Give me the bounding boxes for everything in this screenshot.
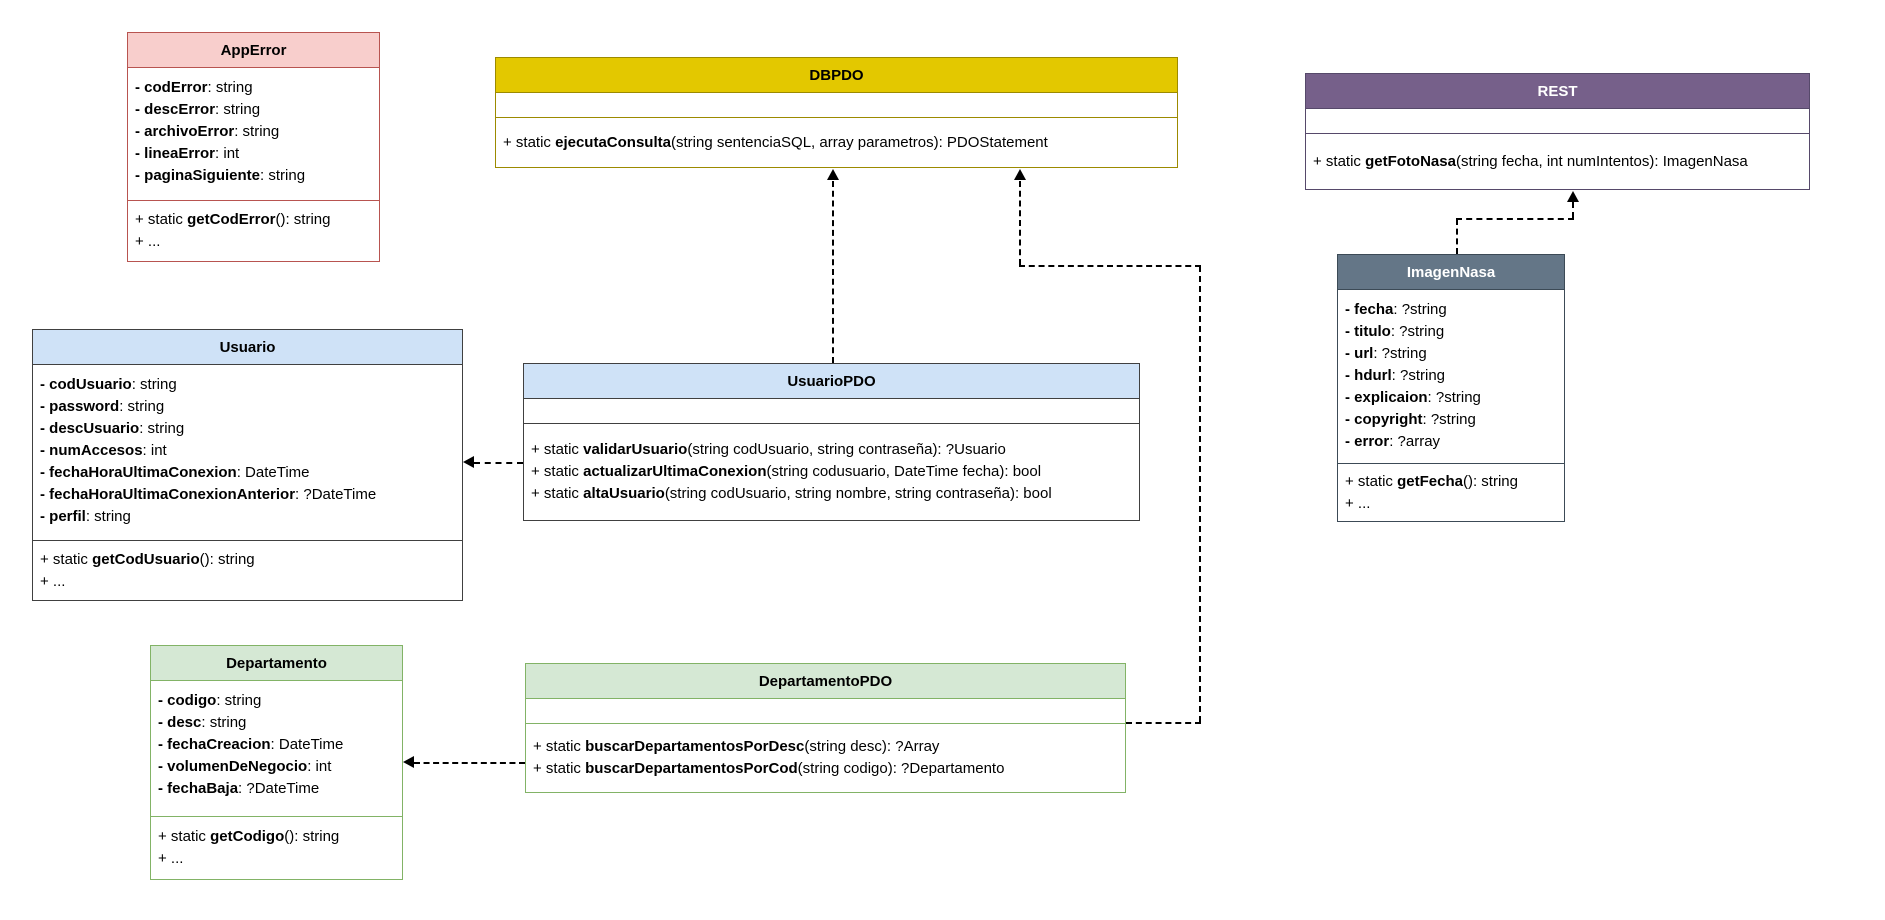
attribute-line: - fechaBaja: ?DateTime xyxy=(158,780,320,797)
methods-section: + static getCodUsuario(): string + ... xyxy=(33,541,462,600)
attribute-line: - fecha: ?string xyxy=(1345,301,1447,318)
attributes-section: - codUsuario: string - password: string … xyxy=(33,365,462,541)
method-line: + static buscarDepartamentosPorCod(strin… xyxy=(533,760,1005,777)
attribute-line: - codigo: string xyxy=(158,692,262,709)
methods-section: + static buscarDepartamentosPorDesc(stri… xyxy=(526,724,1125,792)
attributes-section: - fecha: ?string - titulo: ?string - url… xyxy=(1338,290,1564,464)
methods-section: + static getCodigo(): string + ... xyxy=(151,817,402,880)
attribute-line: - explicaion: ?string xyxy=(1345,389,1481,406)
class-departamentopdo[interactable]: DepartamentoPDO + static buscarDepartame… xyxy=(525,663,1126,793)
edge-imagennasa-rest-segment[interactable] xyxy=(1456,218,1574,220)
attributes-section-empty xyxy=(524,399,1139,424)
attribute-line: - fechaHoraUltimaConexion: DateTime xyxy=(40,464,310,481)
attribute-line: - codUsuario: string xyxy=(40,376,177,393)
edge-usuariopdo-dbpdo-arrowhead-icon[interactable] xyxy=(827,169,839,180)
attributes-section-empty xyxy=(496,93,1177,118)
class-title: Departamento xyxy=(151,646,402,681)
edge-departamentopdo-departamento-arrowhead-icon[interactable] xyxy=(403,756,414,768)
method-line: + static getCodUsuario(): string xyxy=(40,550,255,568)
class-usuariopdo[interactable]: UsuarioPDO + static validarUsuario(strin… xyxy=(523,363,1140,521)
edge-usuariopdo-usuario-segment[interactable] xyxy=(474,462,523,464)
attribute-line: - password: string xyxy=(40,398,165,415)
class-title: UsuarioPDO xyxy=(524,364,1139,399)
attribute-line: - numAccesos: int xyxy=(40,442,167,459)
attribute-line: - error: ?array xyxy=(1345,433,1441,450)
edge-departamentopdo-dbpdo-arrowhead-icon[interactable] xyxy=(1014,169,1026,180)
method-line: + static getFotoNasa(string fecha, int n… xyxy=(1313,152,1748,170)
attribute-line: - copyright: ?string xyxy=(1345,411,1476,428)
class-title: AppError xyxy=(128,33,379,68)
attribute-line: - fechaHoraUltimaConexionAnterior: ?Date… xyxy=(40,486,377,503)
methods-section: + static getFotoNasa(string fecha, int n… xyxy=(1306,134,1809,189)
attribute-line: - codError: string xyxy=(135,79,253,96)
class-dbpdo[interactable]: DBPDO + static ejecutaConsulta(string se… xyxy=(495,57,1178,168)
class-title: REST xyxy=(1306,74,1809,109)
method-line: + static actualizarUltimaConexion(string… xyxy=(531,463,1042,480)
method-line: + static altaUsuario(string codUsuario, … xyxy=(531,485,1052,502)
attributes-section-empty xyxy=(526,699,1125,724)
attribute-line: - hdurl: ?string xyxy=(1345,367,1446,384)
attribute-line: - descError: string xyxy=(135,101,261,118)
edge-imagennasa-rest-segment[interactable] xyxy=(1456,219,1458,254)
methods-section: + static validarUsuario(string codUsuari… xyxy=(524,424,1139,520)
methods-section: + static getFecha(): string + ... xyxy=(1338,464,1564,521)
class-title: DBPDO xyxy=(496,58,1177,93)
attribute-line: - titulo: ?string xyxy=(1345,323,1445,340)
attributes-section-empty xyxy=(1306,109,1809,134)
edge-imagennasa-rest-arrowhead-icon[interactable] xyxy=(1567,191,1579,202)
class-departamento[interactable]: Departamento - codigo: string - desc: st… xyxy=(150,645,403,880)
class-rest[interactable]: REST + static getFotoNasa(string fecha, … xyxy=(1305,73,1810,190)
class-title: ImagenNasa xyxy=(1338,255,1564,290)
method-line: + static getFecha(): string xyxy=(1345,472,1518,490)
method-line: + static validarUsuario(string codUsuari… xyxy=(531,441,1006,458)
attribute-line: - fechaCreacion: DateTime xyxy=(158,736,344,753)
attribute-line: - archivoError: string xyxy=(135,123,280,140)
edge-imagennasa-rest-segment[interactable] xyxy=(1572,202,1574,218)
attribute-line: - paginaSiguiente: string xyxy=(135,167,306,184)
class-apperror[interactable]: AppError - codError: string - descError:… xyxy=(127,32,380,262)
class-imagennasa[interactable]: ImagenNasa - fecha: ?string - titulo: ?s… xyxy=(1337,254,1565,522)
method-line: + ... xyxy=(135,233,161,250)
attribute-line: - desc: string xyxy=(158,714,247,731)
method-line: + static getCodError(): string xyxy=(135,211,331,228)
edge-usuariopdo-dbpdo-segment[interactable] xyxy=(832,181,834,363)
method-line: + static ejecutaConsulta(string sentenci… xyxy=(503,133,1048,151)
edge-departamentopdo-dbpdo-segment[interactable] xyxy=(1019,265,1201,267)
class-title: Usuario xyxy=(33,330,462,365)
attribute-line: - perfil: string xyxy=(40,508,131,525)
class-title: DepartamentoPDO xyxy=(526,664,1125,699)
attribute-line: - volumenDeNegocio: int xyxy=(158,758,332,775)
edge-usuariopdo-usuario-arrowhead-icon[interactable] xyxy=(463,456,474,468)
class-usuario[interactable]: Usuario - codUsuario: string - password:… xyxy=(32,329,463,601)
attribute-line: - url: ?string xyxy=(1345,345,1427,362)
attributes-section: - codigo: string - desc: string - fechaC… xyxy=(151,681,402,817)
method-line: + ... xyxy=(40,572,66,590)
methods-section: + static getCodError(): string + ... xyxy=(128,201,379,261)
edge-departamentopdo-dbpdo-segment[interactable] xyxy=(1199,266,1201,722)
edge-departamentopdo-dbpdo-segment[interactable] xyxy=(1019,181,1021,265)
attribute-line: - lineaError: int xyxy=(135,145,240,162)
method-line: + static getCodigo(): string xyxy=(158,827,340,845)
attribute-line: - descUsuario: string xyxy=(40,420,185,437)
method-line: + static buscarDepartamentosPorDesc(stri… xyxy=(533,738,940,755)
edge-departamentopdo-dbpdo-segment[interactable] xyxy=(1126,722,1201,724)
method-line: + ... xyxy=(1345,494,1371,512)
edge-departamentopdo-departamento-segment[interactable] xyxy=(414,762,525,764)
method-line: + ... xyxy=(158,849,184,867)
methods-section: + static ejecutaConsulta(string sentenci… xyxy=(496,118,1177,167)
attributes-section: - codError: string - descError: string -… xyxy=(128,68,379,201)
